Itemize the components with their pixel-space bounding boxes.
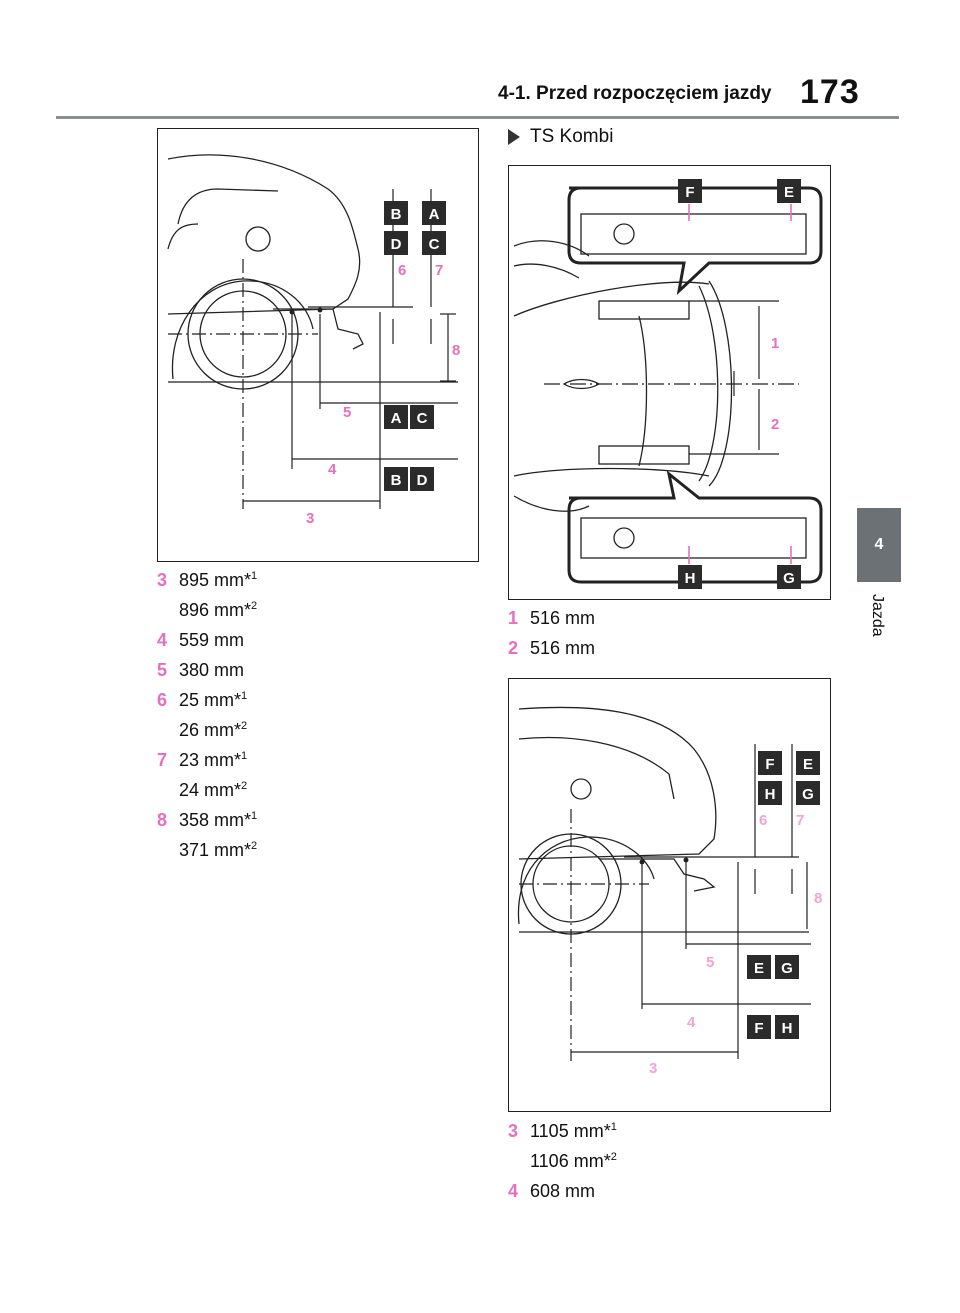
subheading: TS Kombi (508, 126, 613, 148)
svg-text:G: G (781, 960, 793, 977)
svg-text:8: 8 (452, 342, 460, 359)
svg-text:F: F (754, 1020, 763, 1037)
label-c: C (417, 410, 428, 427)
section-title: 4-1. Przed rozpoczęciem jazdy (498, 83, 772, 104)
figure-hatchback-side: B A D C A C B D 6 7 8 5 4 3 (157, 128, 479, 562)
svg-text:E: E (803, 756, 813, 773)
triangle-bullet-icon (508, 129, 520, 145)
svg-text:7: 7 (435, 262, 443, 279)
left-figure-labels: B A D C A C B D (384, 201, 446, 491)
kombi-top-labels: F E H G (678, 179, 801, 589)
svg-text:3: 3 (306, 510, 314, 527)
svg-text:H: H (782, 1020, 793, 1037)
kombi-side-drawing: F E H G E G F H 6 7 8 5 4 3 (517, 706, 822, 1077)
spec-item: 26 mm*2 (179, 720, 248, 740)
svg-text:H: H (765, 786, 776, 803)
label-b: B (391, 472, 402, 489)
label-d: D (391, 236, 402, 253)
spec-item: 896 mm*2 (179, 600, 258, 620)
page-number: 173 (800, 73, 860, 111)
header-rule (56, 116, 899, 119)
svg-text:5: 5 (343, 404, 351, 421)
chapter-label: Jazda (869, 594, 886, 637)
svg-text:F: F (765, 756, 774, 773)
chapter-tab[interactable]: 4 (857, 508, 901, 582)
svg-text:G: G (802, 786, 814, 803)
svg-text:8: 8 (814, 890, 822, 907)
figure-kombi-top: F E H G 1 2 (508, 165, 831, 600)
label-a: A (429, 206, 440, 223)
svg-text:7: 7 (796, 812, 804, 829)
spec-item: 371 mm*2 (179, 840, 258, 860)
hatchback-side-drawing: B A D C A C B D 6 7 8 5 4 3 (167, 154, 460, 527)
label-b: B (391, 206, 402, 223)
figure-kombi-side: F E H G E G F H 6 7 8 5 4 3 (508, 678, 831, 1112)
spec-item: 24 mm*2 (179, 780, 248, 800)
svg-text:G: G (783, 570, 795, 587)
label-d: D (417, 472, 428, 489)
svg-text:3: 3 (649, 1060, 657, 1077)
svg-text:E: E (784, 184, 794, 201)
svg-text:E: E (754, 960, 764, 977)
label-c: C (429, 236, 440, 253)
svg-text:4: 4 (687, 1014, 696, 1031)
svg-text:1: 1 (771, 335, 779, 352)
svg-text:5: 5 (706, 954, 714, 971)
svg-text:F: F (685, 184, 694, 201)
kombi-top-drawing: F E H G 1 2 (513, 179, 823, 589)
spec-item: 1106 mm*2 (530, 1151, 617, 1171)
left-figure-dimensions: 6 7 8 5 4 3 (306, 262, 460, 527)
svg-text:H: H (685, 570, 696, 587)
label-a: A (391, 410, 402, 427)
svg-text:6: 6 (398, 262, 406, 279)
svg-text:6: 6 (759, 812, 767, 829)
kombi-side-labels: F E H G E G F H (747, 751, 820, 1039)
svg-text:2: 2 (771, 416, 779, 433)
svg-text:4: 4 (328, 461, 337, 478)
